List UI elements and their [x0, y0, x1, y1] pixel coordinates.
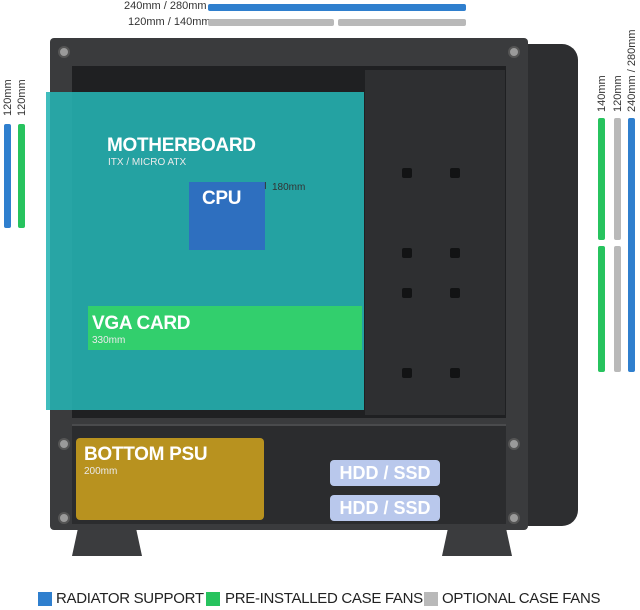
- right-optional-fan-bar-1: [614, 118, 621, 240]
- cpu-cooler-height-icon: I: [264, 181, 267, 192]
- screw: [508, 512, 520, 524]
- case-foot-left: [72, 530, 142, 556]
- top-optional-fan-bar-2: [338, 19, 466, 26]
- right-fan-dim-label: 140mm: [596, 75, 608, 112]
- cpu-label: CPU: [202, 188, 241, 210]
- left-radiator-dim-label: 120mm: [2, 79, 14, 116]
- tray-hole: [402, 288, 412, 298]
- cpu-cooler-height: 180mm: [272, 182, 305, 193]
- hdd-ssd-bay-1: HDD / SSD: [330, 460, 440, 486]
- right-optional-fan-bar-2: [614, 246, 621, 372]
- left-fan-dim-label: 120mm: [16, 79, 28, 116]
- right-optional-dim-label: 120mm: [612, 75, 624, 112]
- legend-optional-swatch: [424, 592, 438, 606]
- bottom-psu-label: BOTTOM PSU: [84, 444, 207, 466]
- motherboard-tray-cutout: [365, 70, 505, 415]
- tray-hole: [402, 368, 412, 378]
- hdd-ssd-bay-2: HDD / SSD: [330, 495, 440, 521]
- left-fan-bar: [18, 124, 25, 228]
- legend-radiator-swatch: [38, 592, 52, 606]
- case-front-panel: [528, 44, 578, 526]
- tray-hole: [402, 248, 412, 258]
- legend-preinstalled-label: PRE-INSTALLED CASE FANS: [225, 590, 423, 607]
- legend-preinstalled-swatch: [206, 592, 220, 606]
- top-optional-fan-bar-1: [208, 19, 334, 26]
- left-radiator-bar: [4, 124, 11, 228]
- screw: [58, 46, 70, 58]
- motherboard-label: MOTHERBOARD: [107, 135, 256, 157]
- motherboard-form-factor: ITX / MICRO ATX: [108, 157, 186, 168]
- vga-card-label: VGA CARD: [92, 313, 190, 335]
- tray-hole: [402, 168, 412, 178]
- top-optional-dim-label: 120mm / 140mm: [128, 16, 211, 28]
- case-foot-right: [442, 530, 512, 556]
- tray-hole: [450, 368, 460, 378]
- right-fan-bar-1: [598, 118, 605, 240]
- tray-hole: [450, 248, 460, 258]
- screw: [58, 512, 70, 524]
- screw: [508, 438, 520, 450]
- right-radiator-bar: [628, 118, 635, 372]
- tray-hole: [450, 288, 460, 298]
- screw: [58, 438, 70, 450]
- right-radiator-dim-label: 240mm / 280mm: [626, 29, 638, 112]
- tray-hole: [450, 168, 460, 178]
- bottom-psu-length: 200mm: [84, 466, 117, 477]
- top-radiator-dim-label: 240mm / 280mm: [124, 0, 207, 12]
- top-radiator-bar: [208, 4, 466, 11]
- legend-radiator-label: RADIATOR SUPPORT: [56, 590, 204, 607]
- legend-optional-label: OPTIONAL CASE FANS: [442, 590, 600, 607]
- right-fan-bar-2: [598, 246, 605, 372]
- vga-card-length: 330mm: [92, 335, 125, 346]
- screw: [508, 46, 520, 58]
